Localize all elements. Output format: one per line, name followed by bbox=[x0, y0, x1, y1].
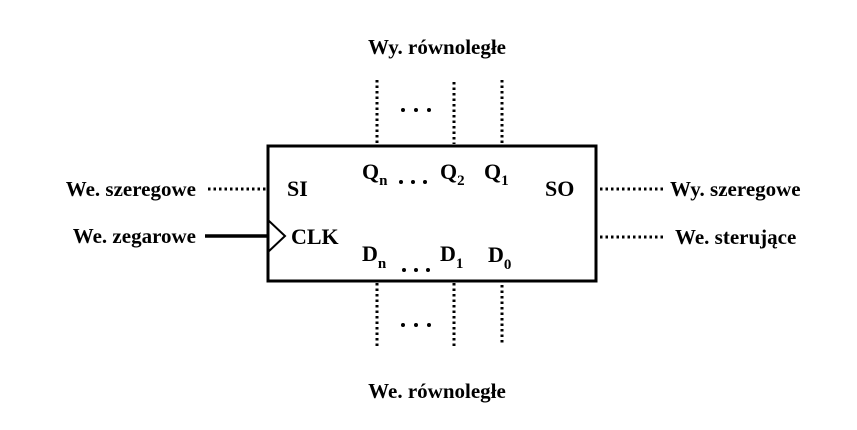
q-output-labels: Qn Q2 Q1 bbox=[362, 159, 509, 189]
d-ellipsis bbox=[402, 268, 430, 272]
q-n-label: Qn bbox=[362, 159, 388, 189]
parallel-inputs-label: We. równoległe bbox=[368, 379, 506, 403]
d-1-label: D1 bbox=[440, 241, 463, 272]
clock-triangle-icon bbox=[267, 219, 287, 253]
serial-input-label: We. szeregowe bbox=[66, 177, 196, 201]
parallel-input-lines bbox=[375, 283, 504, 346]
bottom-ellipsis bbox=[401, 323, 431, 327]
q-1-label: Q1 bbox=[484, 159, 509, 189]
control-input-label: We. sterujące bbox=[675, 225, 796, 249]
d-n-label: Dn bbox=[362, 241, 387, 272]
d-0-label: D0 bbox=[488, 242, 511, 273]
serial-output-label: Wy. szeregowe bbox=[670, 177, 801, 201]
so-pin-label: SO bbox=[545, 176, 574, 201]
q-ellipsis bbox=[399, 180, 427, 184]
parallel-output-lines bbox=[375, 80, 504, 144]
clock-input-label: We. zegarowe bbox=[73, 224, 196, 248]
register-block bbox=[266, 144, 598, 283]
parallel-outputs-label: Wy. równoległe bbox=[368, 35, 506, 59]
top-ellipsis bbox=[401, 108, 431, 112]
clk-pin-label: CLK bbox=[291, 224, 339, 249]
d-input-labels: Dn D1 D0 bbox=[362, 241, 511, 273]
q-2-label: Q2 bbox=[440, 159, 465, 189]
si-pin-label: SI bbox=[287, 176, 308, 201]
